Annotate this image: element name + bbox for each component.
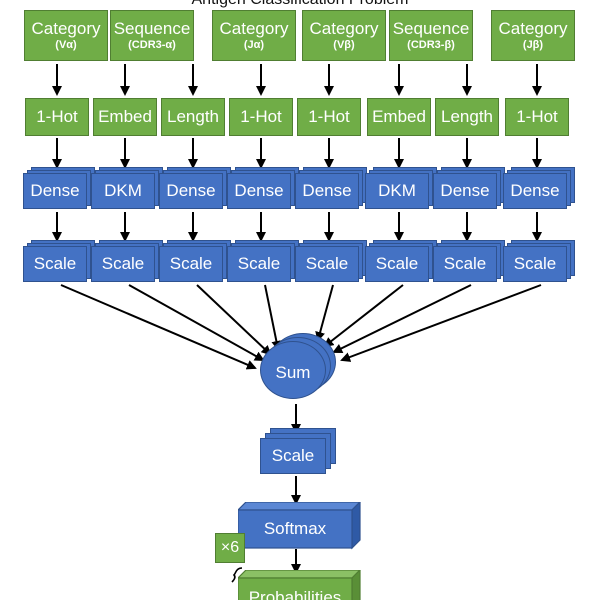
probabilities-label: Probabilities — [248, 588, 342, 600]
scale-label: Scale — [227, 246, 291, 282]
input-type-label: Sequence — [113, 19, 191, 38]
encoder-box-4: 1-Hot — [297, 98, 361, 136]
input-field-label: (CDR3-β) — [407, 39, 455, 51]
input-box-2: Category(Jα) — [212, 10, 296, 61]
encoder-label: 1-Hot — [240, 107, 282, 126]
dense-layer-2: Dense — [159, 167, 233, 211]
scale-layer-4: Scale — [295, 240, 369, 284]
scale-label: Scale — [503, 246, 567, 282]
final-scale-label: Scale — [260, 438, 326, 474]
scale-label: Scale — [433, 246, 497, 282]
scale-label: Scale — [91, 246, 155, 282]
input-box-4: Sequence(CDR3-β) — [389, 10, 473, 61]
scale-label: Scale — [23, 246, 87, 282]
curly-brace-icon — [231, 567, 243, 583]
softmax-label: Softmax — [263, 519, 327, 538]
final-scale-layer: Scale — [258, 428, 338, 478]
sum-node: Sum — [258, 333, 338, 405]
input-field-label: (Vα) — [55, 39, 77, 51]
scale-label: Scale — [159, 246, 223, 282]
dense-label: Dense — [23, 173, 87, 209]
scale-layer-5: Scale — [365, 240, 439, 284]
input-field-label: (Jα) — [243, 39, 265, 51]
input-box-5: Category(Jβ) — [491, 10, 575, 61]
dense-layer-6: Dense — [433, 167, 507, 211]
arrow-scale-sum-2 — [196, 284, 272, 356]
dense-layer-3: Dense — [227, 167, 301, 211]
input-field-label: (Jβ) — [522, 39, 544, 51]
encoder-label: Embed — [372, 107, 426, 126]
dense-label: Dense — [159, 173, 223, 209]
softmax-layer: Softmax — [238, 502, 363, 550]
diagram-title: Antigen Classification Problem — [0, 0, 600, 9]
dense-layer-0: Dense — [23, 167, 97, 211]
dense-label: Dense — [433, 173, 497, 209]
encoder-label: Embed — [98, 107, 152, 126]
dense-label: Dense — [295, 173, 359, 209]
encoder-box-1: Embed — [93, 98, 157, 136]
arrow-scale-sum-7 — [340, 284, 542, 362]
scale-layer-0: Scale — [23, 240, 97, 284]
encoder-box-7: 1-Hot — [505, 98, 569, 136]
sum-label: Sum — [275, 363, 311, 382]
repeat-badge: ×6 — [215, 533, 245, 563]
encoder-box-6: Length — [435, 98, 499, 136]
input-field-label: (CDR3-α) — [128, 39, 176, 51]
scale-layer-7: Scale — [503, 240, 577, 284]
encoder-box-3: 1-Hot — [229, 98, 293, 136]
encoder-label: 1-Hot — [516, 107, 558, 126]
probabilities-output: Probabilities — [238, 570, 363, 600]
arrow-scale-sum-5 — [323, 284, 404, 348]
dense-label: Dense — [503, 173, 567, 209]
input-type-label: Category — [31, 19, 101, 38]
dense-label: DKM — [91, 173, 155, 209]
dense-layer-5: DKM — [365, 167, 439, 211]
dense-layer-4: Dense — [295, 167, 369, 211]
dense-layer-1: DKM — [91, 167, 165, 211]
encoder-box-2: Length — [161, 98, 225, 136]
scale-label: Scale — [295, 246, 359, 282]
arrow-scale-sum-0 — [60, 284, 257, 370]
input-type-label: Sequence — [392, 19, 470, 38]
arrow-scale-sum-3 — [264, 284, 282, 351]
encoder-label: 1-Hot — [36, 107, 78, 126]
encoder-label: Length — [441, 107, 493, 126]
encoder-box-0: 1-Hot — [25, 98, 89, 136]
input-type-label: Category — [498, 19, 568, 38]
arrow-scale-sum-1 — [128, 284, 265, 361]
encoder-label: Length — [167, 107, 219, 126]
input-type-label: Category — [219, 19, 289, 38]
scale-layer-1: Scale — [91, 240, 165, 284]
input-box-0: Category(Vα) — [24, 10, 108, 61]
dense-layer-7: Dense — [503, 167, 577, 211]
input-box-3: Category(Vβ) — [302, 10, 386, 61]
dense-label: DKM — [365, 173, 429, 209]
arrow-scale-sum-4 — [315, 284, 334, 342]
encoder-label: 1-Hot — [308, 107, 350, 126]
input-box-1: Sequence(CDR3-α) — [110, 10, 194, 61]
scale-layer-2: Scale — [159, 240, 233, 284]
input-field-label: (Vβ) — [333, 39, 355, 51]
encoder-box-5: Embed — [367, 98, 431, 136]
scale-layer-3: Scale — [227, 240, 301, 284]
scale-label: Scale — [365, 246, 429, 282]
dense-label: Dense — [227, 173, 291, 209]
arrow-scale-sum-6 — [332, 284, 472, 353]
scale-layer-6: Scale — [433, 240, 507, 284]
input-type-label: Category — [309, 19, 379, 38]
